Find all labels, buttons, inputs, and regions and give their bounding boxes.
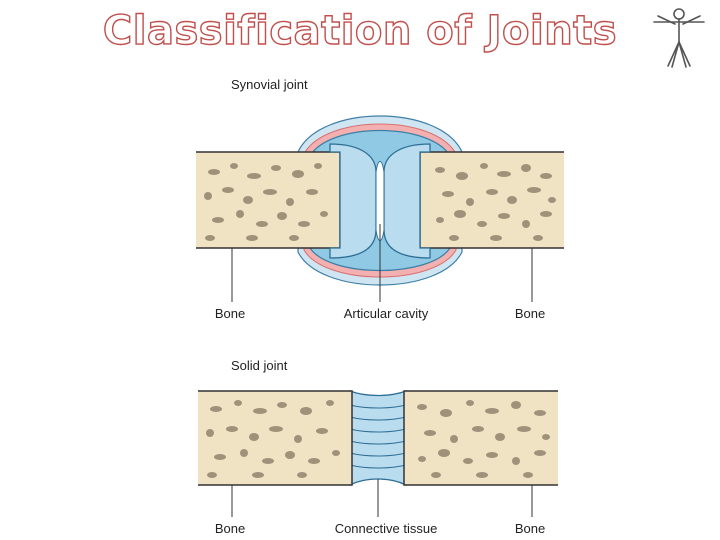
slide-title: Classification of Joints: [102, 7, 618, 54]
right-bone: [419, 151, 564, 249]
solid-joint-diagram: [198, 390, 558, 517]
left-articular-cartilage: [329, 143, 377, 259]
solid-joint-caption: Solid joint: [231, 358, 288, 373]
right-bone-trabeculae: [417, 400, 550, 478]
synovial-label-left-bone: Bone: [214, 306, 246, 321]
solid-label-right-bone: Bone: [514, 521, 546, 536]
right-bone-trabeculae: [435, 163, 556, 241]
vitruvian-man-icon: [653, 8, 705, 68]
left-bone-trabeculae: [206, 400, 340, 478]
synovial-joint-caption: Synovial joint: [231, 77, 308, 92]
synovial-joint-diagram: [196, 115, 564, 302]
connective-tissue-fibers: [349, 404, 407, 469]
right-bone: [403, 390, 558, 486]
right-articular-cartilage: [383, 143, 431, 259]
solid-label-connective-tissue: Connective tissue: [334, 521, 438, 536]
connective-tissue: [349, 390, 407, 487]
solid-joint-figure: Solid joint: [190, 355, 570, 540]
solid-label-left-bone: Bone: [214, 521, 246, 536]
left-bone-trabeculae: [204, 163, 328, 241]
synovial-label-right-bone: Bone: [514, 306, 546, 321]
articular-cavity-gap: [375, 161, 385, 241]
synovial-joint-figure: Synovial joint: [190, 74, 570, 329]
synovial-label-articular-cavity: Articular cavity: [343, 306, 429, 321]
